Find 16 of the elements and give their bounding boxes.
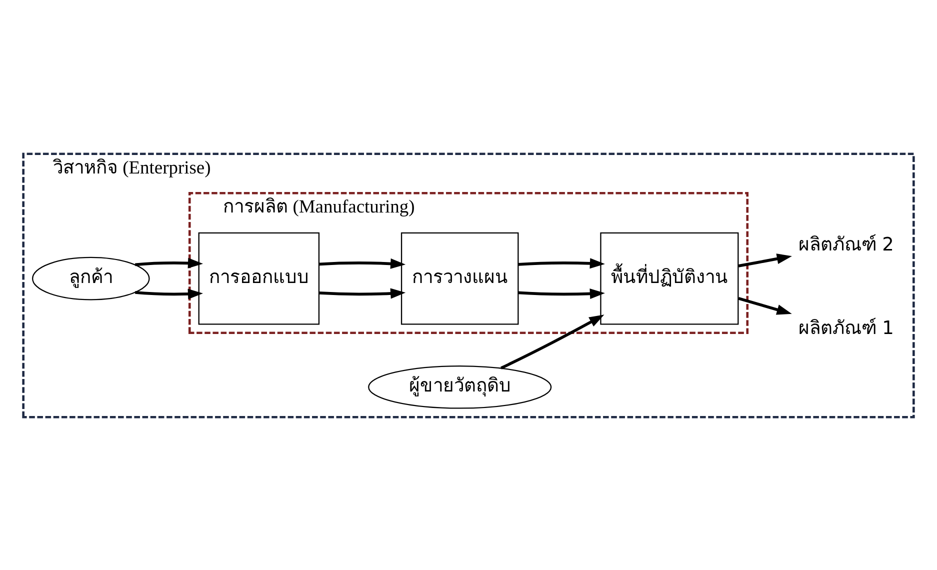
arrow bbox=[518, 258, 605, 268]
arrow bbox=[738, 253, 792, 267]
node-ellipse: ลูกค้า bbox=[32, 256, 150, 300]
arrow bbox=[135, 288, 204, 299]
node-box: พื้นที่ปฏิบัติงาน bbox=[600, 232, 739, 324]
arrow bbox=[319, 288, 406, 298]
arrow bbox=[135, 257, 204, 268]
node-box: การออกแบบ bbox=[198, 232, 320, 324]
arrow bbox=[500, 314, 604, 369]
node-box: การวางแผน bbox=[400, 232, 519, 324]
arrow bbox=[518, 288, 605, 299]
node-text: ผลิตภัณฑ์ 2 bbox=[798, 234, 894, 256]
arrow bbox=[738, 296, 792, 314]
node-text: ผลิตภัณฑ์ 1 bbox=[798, 317, 894, 338]
arrow bbox=[319, 258, 406, 268]
node-ellipse: ผู้ขายวัตถุดิบ bbox=[368, 364, 552, 408]
